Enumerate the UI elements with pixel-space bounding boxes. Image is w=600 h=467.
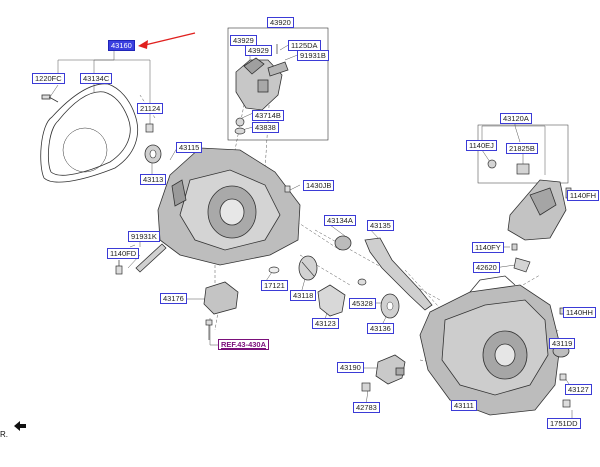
part-label-43920[interactable]: 43920 bbox=[267, 17, 294, 28]
bolt-1140fd-part bbox=[115, 260, 123, 275]
pointer-arrow bbox=[138, 32, 196, 49]
part-label-43176[interactable]: 43176 bbox=[160, 293, 187, 304]
actuator-43190-part bbox=[375, 354, 406, 385]
shaft-91931k-part bbox=[135, 243, 167, 273]
gasket-part bbox=[40, 83, 139, 183]
disc-43118-part bbox=[298, 255, 318, 281]
part-label-43115[interactable]: 43115 bbox=[176, 142, 203, 153]
bolt-1430jb-part bbox=[284, 185, 291, 193]
part-label-21825b[interactable]: 21825B bbox=[506, 143, 538, 154]
part-label-45328[interactable]: 45328 bbox=[349, 298, 376, 309]
part-label-43929-a[interactable]: 43929 bbox=[230, 35, 257, 46]
part-label-43134c[interactable]: 43134C bbox=[80, 73, 113, 84]
bracket-43176-part bbox=[203, 281, 239, 315]
part-label-43118[interactable]: 43118 bbox=[290, 290, 317, 301]
transmission-case-part bbox=[419, 275, 561, 416]
part-label-1751dd[interactable]: 1751DD bbox=[547, 418, 581, 429]
part-label-43838[interactable]: 43838 bbox=[252, 122, 279, 133]
part-label-17121[interactable]: 17121 bbox=[261, 280, 288, 291]
bracket-43135-part bbox=[364, 237, 433, 311]
part-label-43123[interactable]: 43123 bbox=[312, 318, 339, 329]
part-label-43714b[interactable]: 43714B bbox=[252, 110, 284, 121]
bolt-1220fc-part bbox=[41, 94, 59, 103]
part-label-43119[interactable]: 43119 bbox=[549, 338, 576, 349]
part-label-43127[interactable]: 43127 bbox=[565, 384, 592, 395]
part-label-1140ej[interactable]: 1140EJ bbox=[466, 140, 497, 151]
part-label-21124[interactable]: 21124 bbox=[137, 103, 164, 114]
disc-43136-part bbox=[380, 293, 400, 319]
bolt-ref-part bbox=[205, 319, 213, 340]
part-label-43190[interactable]: 43190 bbox=[337, 362, 364, 373]
part-label-43135[interactable]: 43135 bbox=[367, 220, 394, 231]
ref-link-43-430a[interactable]: REF.43-430A bbox=[218, 339, 270, 350]
part-label-1220fc[interactable]: 1220FC bbox=[32, 73, 65, 84]
washer-45328-part bbox=[357, 278, 367, 286]
part-label-43113[interactable]: 43113 bbox=[140, 174, 167, 185]
bolt-43127-part bbox=[559, 373, 571, 408]
part-label-42783[interactable]: 42783 bbox=[353, 402, 380, 413]
clutch-housing-part bbox=[157, 147, 301, 266]
part-label-43111[interactable]: 43111 bbox=[451, 400, 477, 411]
part-label-43120a[interactable]: 43120A bbox=[500, 113, 532, 124]
part-label-1430jb[interactable]: 1430JB bbox=[303, 180, 335, 191]
seal-43113-part bbox=[144, 144, 162, 164]
shift-lever-assembly-part bbox=[235, 57, 289, 111]
footer-arrow-icon bbox=[14, 421, 26, 431]
part-label-43136[interactable]: 43136 bbox=[367, 323, 394, 334]
part-label-43929-b[interactable]: 43929 bbox=[245, 45, 272, 56]
plug-42783-part bbox=[361, 382, 371, 392]
part-label-1140fy[interactable]: 1140FY bbox=[472, 242, 504, 253]
part-label-1140fh[interactable]: 1140FH bbox=[566, 190, 599, 201]
washer-17121-part bbox=[268, 266, 280, 274]
part-label-43160[interactable]: 43160 bbox=[108, 40, 135, 51]
part-label-91931b[interactable]: 91931B bbox=[297, 50, 329, 61]
part-label-91931k[interactable]: 91931K bbox=[128, 231, 160, 242]
pin-21124-part bbox=[145, 123, 154, 133]
footer-label: R. bbox=[0, 430, 8, 439]
part-label-1140fd[interactable]: 1140FD bbox=[107, 248, 140, 259]
part-label-1140hh[interactable]: 1140HH bbox=[563, 307, 596, 318]
part-label-43134a[interactable]: 43134A bbox=[324, 215, 356, 226]
bracket-43123-part bbox=[317, 284, 346, 317]
part-label-42620[interactable]: 42620 bbox=[473, 262, 500, 273]
seal-43134a-part bbox=[334, 235, 352, 251]
mount-bracket-part bbox=[507, 179, 567, 241]
